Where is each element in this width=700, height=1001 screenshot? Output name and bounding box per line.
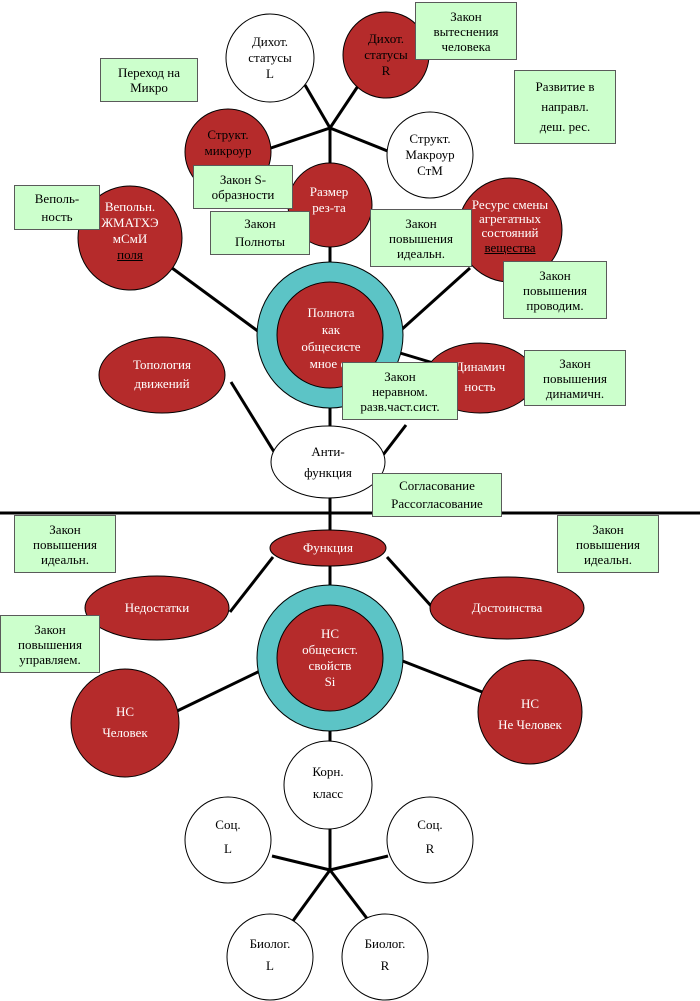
label-coordination: Согласование Рассогласование: [372, 473, 502, 517]
node-ns-system-label: НС общесист. свойств Si: [302, 626, 358, 689]
edge-ns-human: [174, 668, 263, 714]
node-vepoln-text: Вепольн. ЖМАТХЭ мСмИ: [101, 199, 159, 246]
edge-resource: [388, 266, 472, 342]
node-function-label: Функция: [303, 540, 353, 555]
node-function: [269, 529, 387, 567]
node-soc-r-label: Соц. R: [417, 817, 443, 856]
edge-struct-micro: [264, 126, 331, 152]
edge-dynamics-anti: [381, 424, 408, 456]
node-dichot-l-label: Дихот. статусы L: [248, 34, 292, 81]
node-ns-system: [276, 604, 384, 712]
label-law-ideality-top: Закон повышения идеальн.: [370, 209, 472, 267]
label-law-s-shape: Закон S- образности: [193, 165, 293, 209]
node-ns-human-label: НС Человек: [102, 704, 148, 740]
edge-soc-r: [329, 854, 389, 872]
label-law-controllability: Закон повышения управляем.: [0, 615, 100, 673]
node-vepoln-label: Вепольн. ЖМАТХЭ мСмИ поля: [78, 192, 182, 270]
edge-drawbacks: [228, 556, 275, 613]
node-root-class-label: Корн. класс: [312, 764, 344, 801]
label-cheap-resources: Развитие в направл. деш. рес.: [514, 70, 616, 144]
node-soc-l-label: Соц. L: [215, 817, 241, 856]
node-soc-l: [184, 796, 272, 884]
label-law-uneven: Закон неравном. разв.част.сист.: [342, 362, 458, 420]
label-transition-micro: Переход на Микро: [100, 58, 198, 102]
edge-dichot-l: [303, 84, 332, 129]
label-law-ideality-right: Закон повышения идеальн.: [557, 515, 659, 573]
node-completeness: [276, 281, 384, 389]
edge-ns-nonhuman: [399, 658, 496, 699]
node-dichot-l: [225, 13, 315, 103]
node-soc-r: [386, 796, 474, 884]
node-topology: [98, 336, 226, 414]
node-struct-macro-label: Структ. Макроур СтМ: [405, 131, 455, 178]
edge-bio-r: [328, 869, 374, 926]
label-law-dynamics: Закон повышения динамичн.: [524, 350, 626, 406]
node-struct-micro-label: Структ. микроур: [204, 127, 252, 158]
node-advantages: [429, 576, 585, 640]
edge-struct-macro: [329, 126, 391, 154]
node-antifunction: [270, 425, 386, 499]
node-struct-macro: [386, 111, 474, 199]
node-vepoln-underlined: поля: [117, 247, 143, 262]
label-law-conductivity: Закон повышения проводим.: [503, 261, 607, 319]
node-ns-nonhuman-label: НС Не Человек: [498, 696, 562, 732]
node-dynamics-label: Динамич ность: [454, 359, 506, 394]
node-bio-l-label: Биолог. L: [249, 936, 291, 973]
edge-dichot-r: [328, 79, 364, 129]
node-dichot-r-label: Дихот. статусы R: [364, 31, 408, 78]
node-ns-nonhuman: [477, 659, 583, 765]
connector-lines: [0, 79, 700, 926]
edge-bio-l: [288, 869, 332, 926]
node-resource-text: Ресурс смены агрегатных состояний: [471, 197, 549, 240]
edge-topology: [229, 381, 278, 456]
edge-soc-l: [271, 854, 331, 872]
node-root-class: [283, 740, 373, 830]
node-drawbacks-label: Недостатки: [124, 600, 190, 615]
node-drawbacks: [84, 575, 230, 641]
node-bio-r-label: Биолог. R: [364, 936, 406, 973]
node-topology-label: Топология движений: [132, 357, 191, 391]
edge-advantages: [385, 555, 434, 609]
label-vepolnost: Веполь- ность: [14, 185, 100, 230]
node-resource-label: Ресурс смены агрегатных состояний вещест…: [458, 188, 562, 266]
node-antifunction-label: Анти- функция: [304, 444, 352, 480]
edge-vepoln: [171, 266, 271, 342]
label-law-completeness: Закон Полноты: [210, 211, 310, 255]
node-advantages-label: Достоинства: [471, 600, 543, 615]
node-bio-r: [341, 913, 429, 1001]
label-law-ideality-left: Закон повышения идеальн.: [14, 515, 116, 573]
node-vepoln: [77, 185, 183, 291]
label-law-displacement-human: Закон вытеснения человека: [415, 2, 517, 60]
node-resource-underlined: вещества: [484, 240, 536, 255]
node-size-result-label: Размер рез-та: [309, 184, 349, 215]
node-ns-human: [70, 668, 180, 778]
node-bio-l: [226, 913, 314, 1001]
nodes: [70, 11, 585, 1001]
